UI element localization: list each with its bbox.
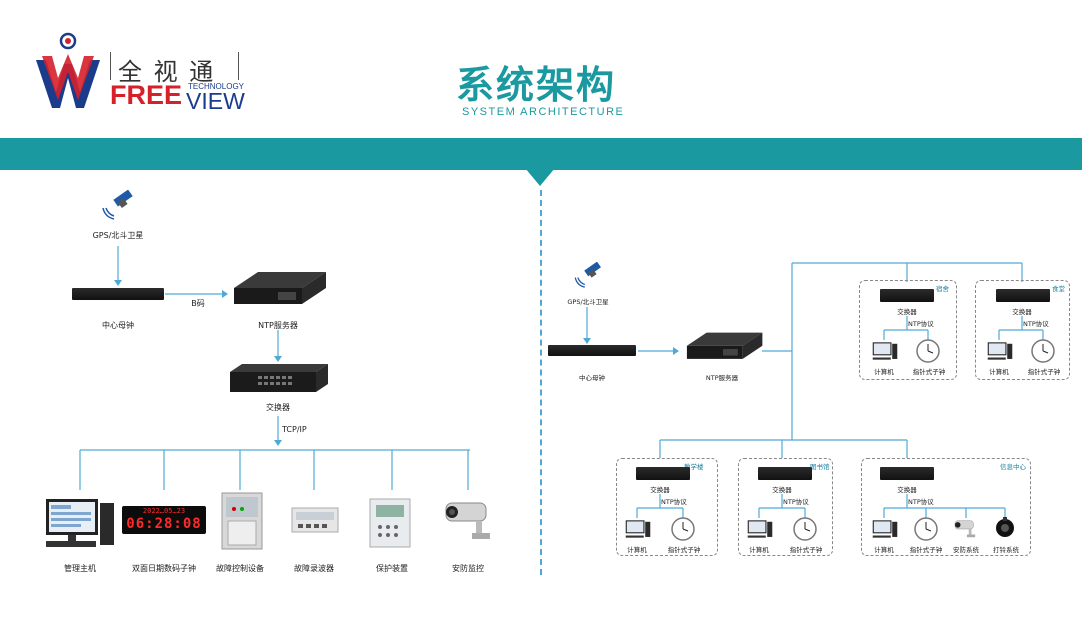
switch-label-info-center: 交换器	[897, 486, 917, 494]
group-tag-dormitory: 宿舍	[936, 285, 949, 293]
switch-label: 交换器	[266, 403, 290, 412]
page-title: 系统架构	[456, 63, 617, 107]
computer-icon-dormitory	[872, 342, 898, 360]
computer-icon-info-center	[872, 520, 898, 538]
clock-time-display: 06:28:08	[126, 516, 202, 532]
ntp-server-device	[234, 272, 326, 304]
band-pointer	[525, 168, 555, 186]
protocol-label-dormitory: NTP协议	[908, 320, 934, 328]
computer-icon-canteen	[987, 342, 1013, 360]
group-device-label-4-0: 计算机	[874, 546, 894, 554]
master-clock-label: 中心母钟	[102, 321, 134, 330]
group-tag-info-center: 信息中心	[1000, 463, 1026, 471]
cabinet-icon	[221, 492, 263, 550]
group-device-label-1-1: 指针式子钟	[1027, 368, 1061, 376]
switch-label-canteen: 交换器	[1012, 308, 1032, 316]
wall-clock-icon-teaching	[671, 517, 695, 541]
group-switch-canteen	[996, 289, 1050, 302]
logo-mark-icon	[36, 32, 100, 108]
satellite-icon-right	[574, 262, 601, 288]
logo-view-text: VIEW	[186, 88, 245, 114]
satellite-icon	[102, 190, 133, 220]
logo-chinese-text: 全 视 通	[118, 58, 216, 86]
protocol-label-info-center: NTP协议	[908, 498, 934, 506]
group-switch-library	[758, 467, 812, 480]
wall-clock-icon-info-center	[914, 517, 938, 541]
tcpip-label: TCP/IP	[282, 425, 307, 434]
camera-icon	[445, 502, 490, 539]
gps-label: GPS/北斗卫星	[92, 231, 144, 240]
group-switch-info-center	[880, 467, 934, 480]
group-switch-teaching	[636, 467, 690, 480]
brand-logo: 全 视 通 FREE TECHNOLOGY VIEW	[34, 30, 245, 114]
group-device-label-2-0: 计算机	[627, 546, 647, 554]
computer-icon	[46, 499, 114, 547]
wall-clock-icon-canteen	[1031, 339, 1055, 363]
clock-date-display: 2022…05…23	[142, 507, 186, 515]
security-camera-icon	[954, 520, 976, 538]
group-device-label-4-1: 指针式子钟	[909, 546, 943, 554]
group-box-canteen	[975, 280, 1070, 380]
device-label-4: 故障录波器	[294, 564, 334, 573]
group-device-label-4-2: 安防系统	[953, 546, 979, 554]
device-label-6: 安防监控	[452, 564, 484, 573]
switch-label-dormitory: 交换器	[897, 308, 917, 316]
master-clock-label-right: 中心母钟	[579, 374, 605, 382]
group-box-info-center	[861, 458, 1031, 556]
switch-label-teaching: 交换器	[650, 486, 670, 494]
page-subtitle: SYSTEM ARCHITECTURE	[462, 106, 625, 118]
switch-label-library: 交换器	[772, 486, 792, 494]
ntp-server-device-right	[686, 332, 763, 359]
gps-label-right: GPS/北斗卫星	[567, 298, 609, 306]
digital-clock-icon: 2022…05…23 06:28:08	[122, 506, 206, 534]
b-code-label: B码	[191, 299, 205, 308]
device-label-5: 保护装置	[376, 564, 408, 573]
device-label-2: 双面日期数码子钟	[132, 564, 196, 573]
header-band	[0, 138, 1082, 170]
logo-technology-text: TECHNOLOGY	[188, 82, 245, 91]
recorder-icon	[291, 507, 339, 533]
group-device-label-0-0: 计算机	[874, 368, 894, 376]
group-box-library	[738, 458, 833, 556]
protocol-label-canteen: NTP协议	[1023, 320, 1049, 328]
ntp-server-label: NTP服务器	[258, 321, 298, 330]
computer-icon-library	[747, 520, 773, 538]
group-device-label-3-0: 计算机	[749, 546, 769, 554]
group-switch-dormitory	[880, 289, 934, 302]
device-label-1: 管理主机	[64, 564, 96, 573]
section-divider	[540, 190, 542, 575]
protocol-label-library: NTP协议	[783, 498, 809, 506]
master-clock-device-right	[548, 345, 636, 356]
protection-device-icon	[369, 498, 411, 548]
group-tag-teaching: 教学楼	[684, 463, 704, 471]
bell-system-icon	[996, 517, 1014, 537]
protocol-label-teaching: NTP协议	[661, 498, 687, 506]
group-tag-canteen: 食堂	[1052, 285, 1065, 293]
computer-icon-teaching	[625, 520, 651, 538]
ntp-server-label-right: NTP服务器	[705, 374, 739, 382]
switch-device	[230, 364, 328, 392]
group-device-label-2-1: 指针式子钟	[667, 546, 701, 554]
group-box-dormitory	[859, 280, 957, 380]
device-label-3: 故障控制设备	[216, 564, 264, 573]
wall-clock-icon-library	[793, 517, 817, 541]
wall-clock-icon-dormitory	[916, 339, 940, 363]
logo-free-text: FREE	[110, 80, 183, 110]
group-device-label-1-0: 计算机	[989, 368, 1009, 376]
group-device-label-3-1: 指针式子钟	[789, 546, 823, 554]
group-device-label-4-3: 打铃系统	[993, 546, 1019, 554]
master-clock-device	[72, 288, 164, 300]
group-device-label-0-1: 指针式子钟	[912, 368, 946, 376]
group-tag-library: 图书馆	[810, 463, 830, 471]
group-box-teaching	[616, 458, 718, 556]
